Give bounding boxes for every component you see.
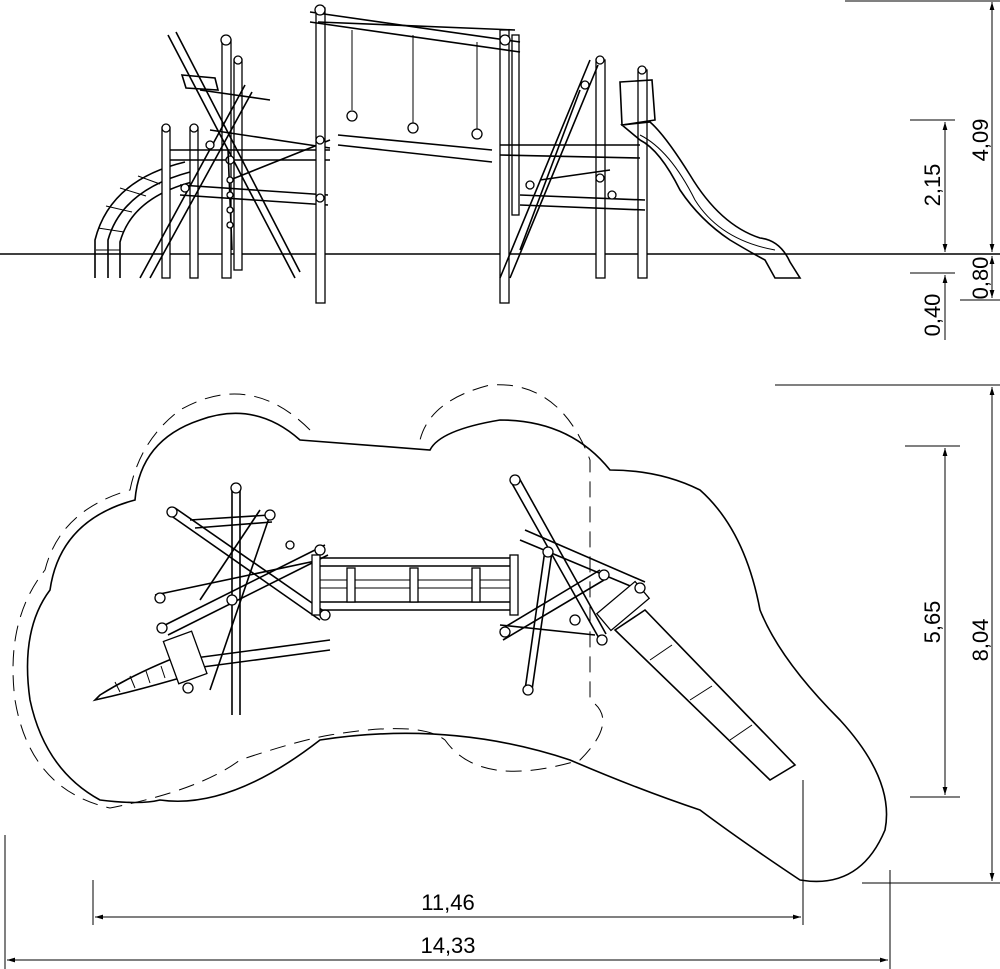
plan-view: 8,04 5,65 11,46 14,33 bbox=[4, 384, 1000, 969]
equipment-length-label: 11,46 bbox=[421, 890, 474, 915]
total-height-label: 4,09 bbox=[968, 119, 993, 162]
equipment-depth-label: 5,65 bbox=[920, 601, 945, 644]
safety-zone-depth-label: 8,04 bbox=[968, 619, 993, 662]
right-tower-with-slide bbox=[499, 55, 802, 279]
elevation-dimensions: 4,09 2,15 0,80 0,40 bbox=[845, 0, 1000, 340]
bridge-plan bbox=[311, 554, 519, 616]
left-climbing-tower bbox=[94, 31, 331, 279]
safety-zone-outline bbox=[26, 412, 888, 883]
plan-dimensions: 8,04 5,65 11,46 14,33 bbox=[4, 384, 1000, 969]
impact-area-outline bbox=[12, 384, 604, 809]
right-structure-plan bbox=[499, 474, 797, 782]
min-depth-label: 0,40 bbox=[920, 294, 945, 337]
foundation-depth-label: 0,80 bbox=[968, 257, 993, 300]
safety-zone-length-label: 14,33 bbox=[420, 933, 475, 958]
ring-bridge bbox=[309, 4, 521, 304]
elevation-view: 4,09 2,15 0,80 0,40 bbox=[0, 0, 1000, 340]
left-structure-plan bbox=[92, 482, 331, 715]
platform-height-label: 2,15 bbox=[920, 164, 945, 207]
